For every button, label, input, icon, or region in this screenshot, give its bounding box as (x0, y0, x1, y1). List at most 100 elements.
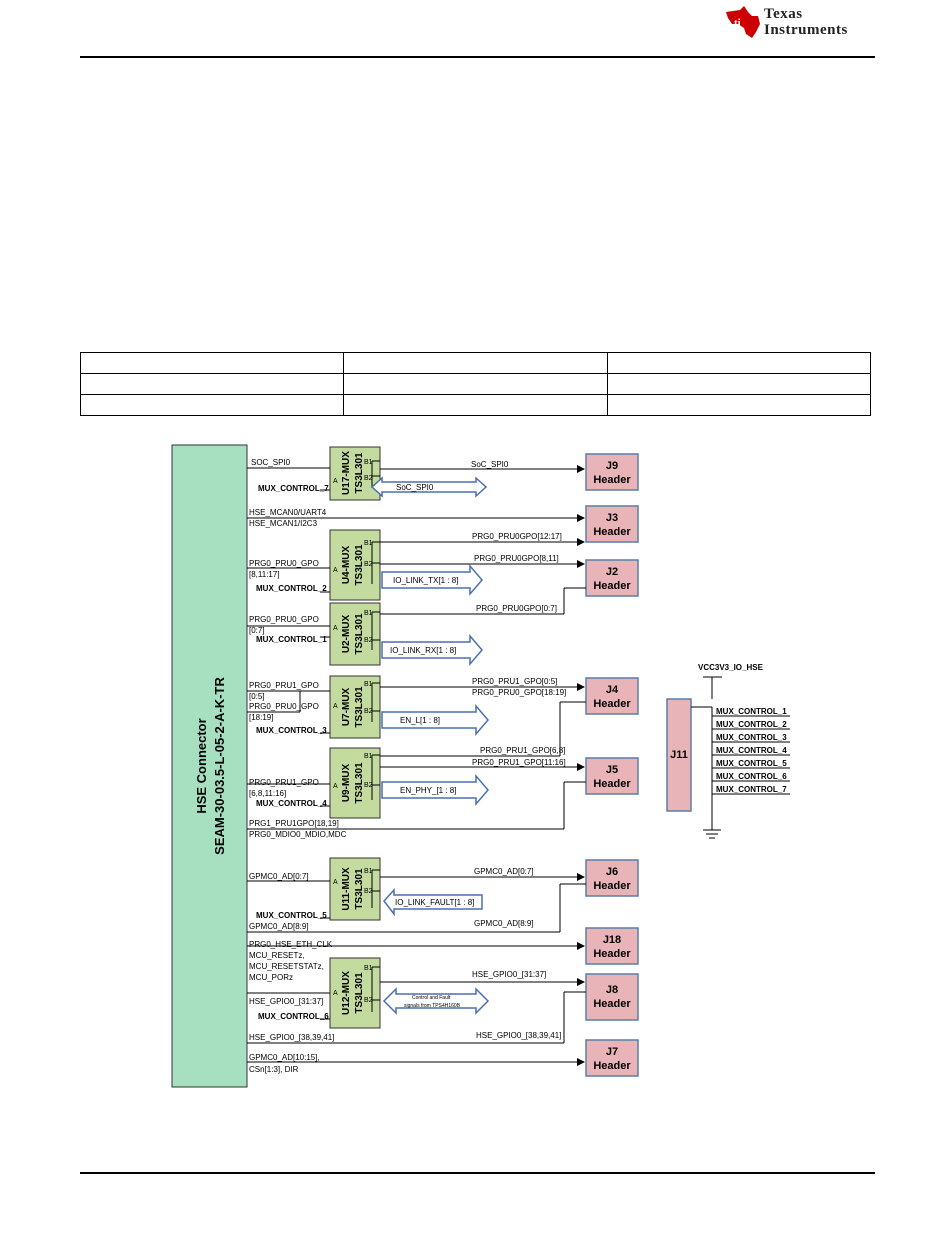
header-id: J8 (606, 984, 618, 996)
mux-pin-a: A (333, 783, 338, 790)
header-label: Header (593, 474, 631, 486)
header-label: Header (593, 948, 631, 960)
header-j7: J7 Header (585, 1039, 639, 1077)
signal-label: MUX_CONTROL_7 (258, 484, 329, 493)
wires (247, 467, 586, 1044)
top-rule (80, 56, 875, 58)
signal-label: MUX_CONTROL_4 (256, 799, 327, 808)
j11-pin-label: MUX_CONTROL_7 (716, 785, 787, 794)
signal-label: GPMC0_AD[8:9] (474, 919, 534, 928)
mux-pin-b2: B2 (364, 708, 373, 715)
mux-label: U12-MUX (341, 971, 352, 1015)
signal-label: GPMC0_AD[0:7] (474, 867, 534, 876)
signal-label: [0:7] (249, 626, 265, 635)
header-j18: J18 Header (585, 927, 639, 965)
mux-pin-a: A (333, 478, 338, 485)
signal-label: PRG0_PRU1_GPO[0:5] (472, 677, 557, 686)
signal-label: [6,8,11:16] (249, 789, 286, 798)
hse-connector (171, 444, 248, 1088)
header-j3: J3 Header (585, 505, 639, 543)
mux-part: TS3L301 (354, 452, 365, 494)
blank-table (79, 352, 872, 416)
header-label: Header (593, 778, 631, 790)
right-labels: SoC_SPI0 SoC_SPI0 PRG0_PRU0GPO[12:17] PR… (390, 460, 566, 1040)
j11-name: J11 (670, 749, 688, 761)
signal-label: [18:19] (249, 713, 273, 722)
mux-part: TS3L301 (354, 762, 365, 804)
signal-label: GPMC0_AD[8:9] (249, 922, 309, 931)
mux-pin-b1: B1 (364, 868, 373, 875)
signal-label: PRG0_PRU0GPO[12:17] (472, 532, 562, 541)
switch-glyphs (371, 460, 380, 1012)
mux-label: U4-MUX (341, 546, 352, 585)
brand-line-2: Instruments (764, 22, 848, 38)
mux-label: U2-MUX (341, 615, 352, 654)
signal-label: SoC_SPI0 (471, 460, 509, 469)
mux-label: U17-MUX (341, 451, 352, 495)
mux-label: U7-MUX (341, 688, 352, 727)
header-id: J3 (606, 512, 618, 524)
signal-label: HSE_GPIO0_[31:37] (249, 997, 323, 1006)
signal-label: PRG0_PRU1_GPO[6,8] (480, 746, 565, 755)
signal-label: PRG0_PRU0_GPO (249, 559, 319, 568)
mux-label: U9-MUX (341, 764, 352, 803)
j11-pin-label: MUX_CONTROL_4 (716, 746, 787, 755)
j11-pin-label: MUX_CONTROL_3 (716, 733, 787, 742)
header-j8: J8 Header (585, 973, 639, 1021)
signal-label: HSE_MCAN1/I2C3 (249, 519, 318, 528)
signal-label: PRG0_PRU0_GPO (249, 702, 319, 711)
mux-pin-b2: B2 (364, 888, 373, 895)
j11-pin-label: MUX_CONTROL_6 (716, 772, 787, 781)
mux-pin-b1: B1 (364, 610, 373, 617)
signal-label: PRG0_HSE_ETH_CLK (249, 940, 333, 949)
signal-label: GPMC0_AD[10:15], (249, 1053, 320, 1062)
signal-label: MCU_RESETSTATz, (249, 962, 324, 971)
bus-label: SoC_SPI0 (396, 483, 434, 492)
mux-label: U11-MUX (341, 867, 352, 911)
signal-label: PRG1_PRU1GPO[18,19] (249, 819, 339, 828)
mux-part: TS3L301 (354, 686, 365, 728)
mux-pin-b2: B2 (364, 637, 373, 644)
header-label: Header (593, 698, 631, 710)
signal-label: MCU_RESETz, (249, 951, 305, 960)
mux-part: TS3L301 (354, 868, 365, 910)
signal-label: MUX_CONTROL_1 (256, 635, 327, 644)
table-row (79, 394, 872, 416)
mux-part: TS3L301 (354, 613, 365, 655)
mux-pin-a: A (333, 567, 338, 574)
j11-header: VCC3V3_IO_HSE J11 MUX_CONTROL_1 MUX_CONT… (666, 663, 790, 839)
header-j6: J6 Header (585, 859, 639, 897)
signal-label: MUX_CONTROL_5 (256, 911, 327, 920)
header-label: Header (593, 580, 631, 592)
table-row (79, 352, 872, 374)
mux-pin-a: A (333, 703, 338, 710)
header-label: Header (593, 880, 631, 892)
mux-pin-b1: B1 (364, 965, 373, 972)
signal-label: [0:5] (249, 692, 265, 701)
mux-pin-b2: B2 (364, 997, 373, 1004)
arrows (247, 465, 585, 1066)
header-label: Header (593, 998, 631, 1010)
header-id: J4 (606, 684, 619, 696)
signal-label: MUX_CONTROL_2 (256, 584, 327, 593)
header-label: Header (593, 526, 631, 538)
mux-part: TS3L301 (354, 972, 365, 1014)
signal-label: PRG0_PRU0GPO[8,11] (474, 554, 559, 563)
j11-pin-label: MUX_CONTROL_1 (716, 707, 787, 716)
signal-label: HSE_GPIO0_[38,39,41] (249, 1033, 334, 1042)
header-id: J9 (606, 460, 618, 472)
header-id: J7 (606, 1046, 618, 1058)
bus-arrows (370, 476, 490, 1015)
bus-label: EN_PHY_[1 : 8] (400, 786, 456, 795)
header-label: Header (593, 1060, 631, 1072)
header-id: J2 (606, 566, 618, 578)
signal-label: MCU_PORz (249, 973, 293, 982)
mux-pin-a: A (333, 879, 338, 886)
mux-pin-b2: B2 (364, 475, 373, 482)
j11-power-label: VCC3V3_IO_HSE (698, 663, 764, 672)
mux-part: TS3L301 (354, 544, 365, 586)
header-j5: J5 Header (585, 757, 639, 795)
ti-logo: ti (726, 6, 760, 38)
ti-logo-mark-letters: ti (734, 17, 741, 29)
